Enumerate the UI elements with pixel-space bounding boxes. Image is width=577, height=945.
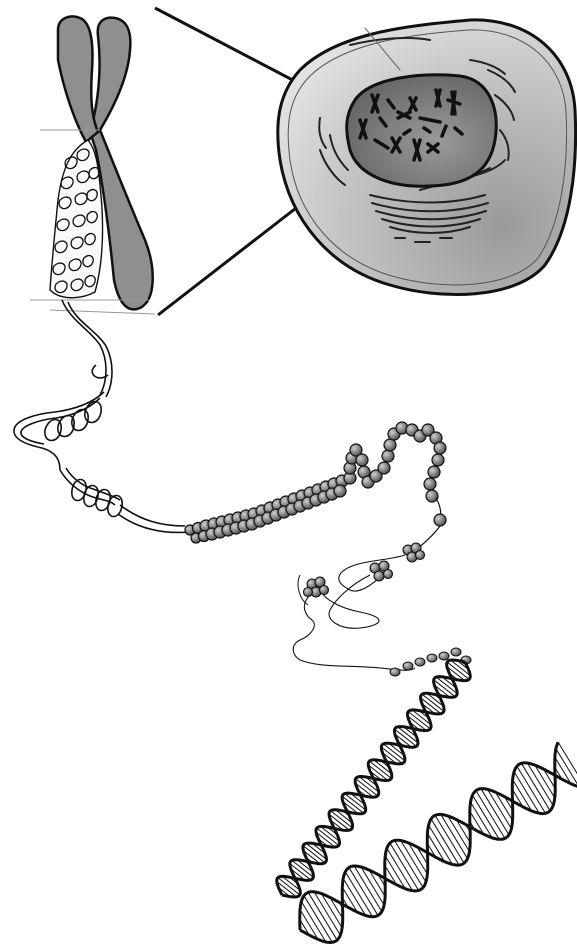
cell [278,20,576,295]
dna-double-helix-lower [300,742,577,942]
coil-loops [45,402,101,441]
nucleus [347,75,497,186]
nucleosome-cluster-3 [304,577,329,597]
helix-base-pair [349,868,378,916]
nucleosomes-on-dna [293,498,471,676]
chromosome [30,17,155,315]
chromosome-left-arm [58,17,98,143]
supercoiled-chromatin-fiber [14,300,190,532]
solenoid-fiber [185,422,446,543]
helix-strand-a [300,763,577,943]
helix-base-pair [514,772,539,813]
helix-base-pair [387,848,413,890]
nucleosome-cluster-2 [370,561,393,581]
helix-base-pair [527,763,553,805]
